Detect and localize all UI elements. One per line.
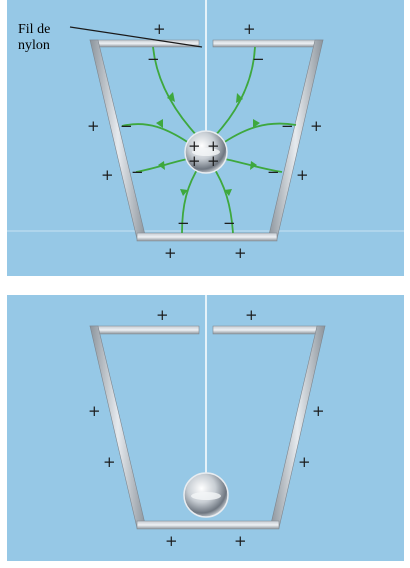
- outer-charge: +: [234, 532, 247, 550]
- field-line-3: [121, 123, 193, 146]
- label-line-2: nylon: [18, 38, 50, 53]
- field-line-4: [219, 122, 297, 146]
- outer-charge: +: [103, 453, 116, 471]
- arrow-3: [156, 119, 163, 128]
- outer-charge: +: [234, 244, 247, 262]
- inner-charge: −: [223, 214, 236, 232]
- outer-charge: +: [243, 20, 256, 38]
- field-line-2: [211, 46, 256, 140]
- outer-charge: +: [156, 306, 169, 324]
- inner-charge: −: [177, 214, 190, 232]
- inner-charge: −: [281, 117, 294, 135]
- container-lid-left: [89, 325, 200, 335]
- inner-charge: −: [147, 50, 160, 68]
- sphere-charge: +: [207, 137, 220, 155]
- container-bottom: [136, 520, 280, 530]
- arrow-6: [250, 161, 257, 170]
- top-diagram: + + + + − − − − − − − − + + + + + + + +: [7, 0, 404, 262]
- arrow-2: [236, 93, 243, 103]
- sphere-charge: +: [207, 152, 220, 170]
- arrow-8: [224, 189, 232, 196]
- container-lid-right: [212, 325, 326, 335]
- arrow-1: [167, 92, 175, 102]
- outer-charge: +: [298, 453, 311, 471]
- sphere-charge: +: [188, 137, 201, 155]
- metal-container: [89, 325, 326, 530]
- container-wall-right: [269, 325, 326, 529]
- label-line-1: Fil de: [18, 22, 51, 37]
- outer-charge: +: [312, 402, 325, 420]
- container-wall-right: [267, 39, 324, 240]
- container-lid-right: [212, 39, 324, 48]
- container-bottom: [136, 232, 278, 242]
- arrow-5: [158, 161, 165, 170]
- outer-charge: +: [165, 532, 178, 550]
- outer-charge: +: [296, 166, 309, 184]
- arrow-7: [180, 189, 188, 196]
- outer-charge: +: [164, 244, 177, 262]
- inner-charge: −: [131, 163, 144, 181]
- container-wall-left: [89, 39, 147, 240]
- outer-charge: +: [245, 306, 258, 324]
- outer-charge: +: [310, 117, 323, 135]
- inner-charge: −: [120, 117, 133, 135]
- sphere-highlight: [191, 492, 221, 500]
- inner-charge: −: [252, 50, 265, 68]
- metal-container: [89, 39, 324, 242]
- label-pointer: [69, 26, 203, 48]
- arrow-4: [253, 119, 260, 128]
- outer-charge: +: [101, 166, 114, 184]
- sphere-charge: +: [188, 152, 201, 170]
- container-wall-left: [89, 325, 147, 529]
- bottom-diagram-panel: + + + + + + + +: [7, 295, 404, 561]
- nylon-thread-label: Fil de nylon: [18, 22, 50, 54]
- outer-charge: +: [88, 402, 101, 420]
- outer-charge: +: [87, 117, 100, 135]
- inner-charge: −: [267, 163, 280, 181]
- bottom-diagram: + + + + + + + +: [88, 295, 326, 550]
- outer-charge: +: [153, 20, 166, 38]
- field-arrows: [156, 92, 260, 196]
- sphere-highlight: [192, 148, 220, 156]
- top-diagram-panel: + + + + − − − − − − − − + + + + + + + + …: [7, 0, 404, 276]
